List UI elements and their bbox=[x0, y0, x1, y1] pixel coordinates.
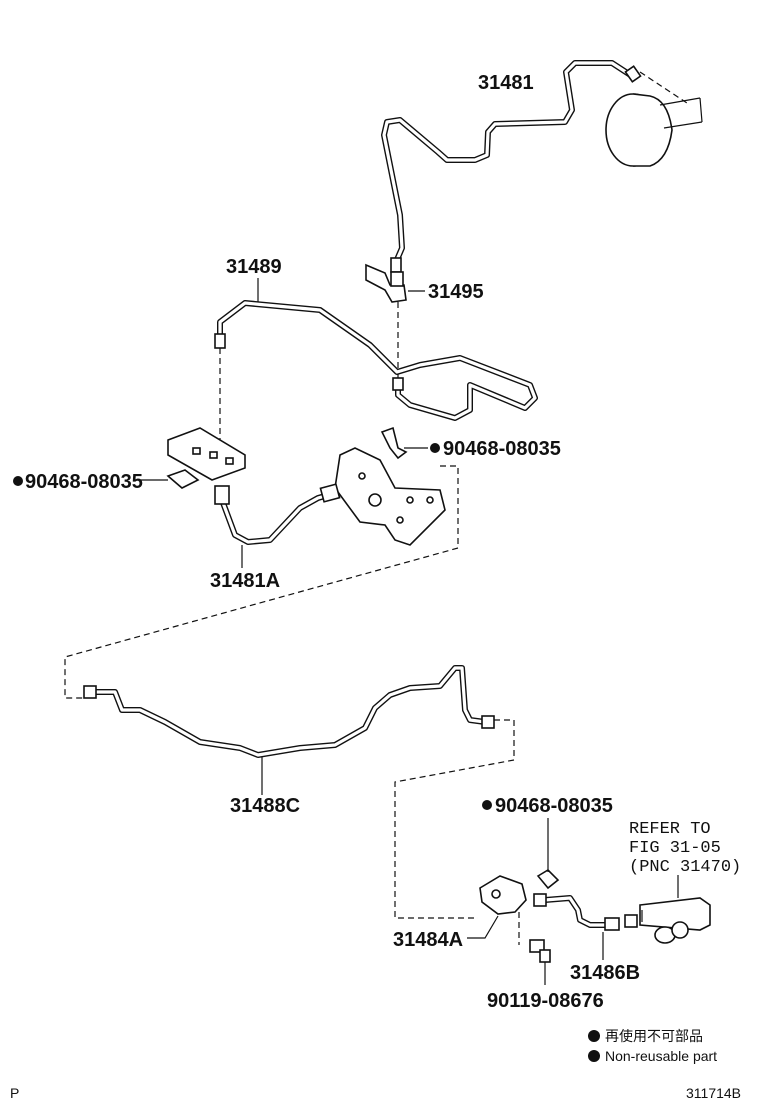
clip-left[interactable] bbox=[166, 469, 200, 489]
non-reusable-dot-lower bbox=[482, 800, 492, 810]
label-31486B: 31486B bbox=[570, 962, 640, 984]
label-clip-right: 90468-08035 bbox=[443, 438, 561, 460]
label-clip-lower: 90468-08035 bbox=[495, 795, 613, 817]
legend-dot-en bbox=[588, 1050, 600, 1062]
legend-english: Non-reusable part bbox=[605, 1048, 717, 1064]
hose-31486B[interactable] bbox=[533, 893, 620, 931]
non-reusable-dot-right bbox=[430, 443, 440, 453]
clip-right[interactable] bbox=[380, 426, 408, 460]
bracket-31484A[interactable] bbox=[479, 875, 527, 915]
pipe-31481A[interactable] bbox=[214, 483, 341, 545]
label-31489: 31489 bbox=[226, 256, 282, 278]
pipe-31488C[interactable] bbox=[83, 665, 495, 758]
label-31488C: 31488C bbox=[230, 795, 300, 817]
legend-dot-jp bbox=[588, 1030, 600, 1042]
label-clip-left: 90468-08035 bbox=[25, 471, 143, 493]
clip-lower[interactable] bbox=[536, 868, 560, 890]
release-cylinder bbox=[624, 897, 711, 944]
label-31481: 31481 bbox=[478, 72, 534, 94]
footer-left-code: P bbox=[10, 1085, 19, 1101]
bolt-90119[interactable] bbox=[529, 939, 551, 963]
figure-id: 311714B bbox=[686, 1085, 741, 1101]
non-reusable-dot-left bbox=[13, 476, 23, 486]
legend-japanese: 再使用不可部品 bbox=[605, 1028, 703, 1044]
label-31484A: 31484A bbox=[393, 929, 463, 951]
refer-line1: REFER TO bbox=[629, 820, 711, 839]
label-31495: 31495 bbox=[428, 281, 484, 303]
refer-line3: (PNC 31470) bbox=[629, 858, 741, 877]
refer-line2: FIG 31-05 bbox=[629, 839, 721, 858]
pipe-31489[interactable] bbox=[214, 300, 538, 421]
master-cylinder bbox=[605, 71, 703, 167]
bracket-31495[interactable] bbox=[365, 263, 407, 303]
label-bolt: 90119-08676 bbox=[487, 990, 604, 1012]
label-31481A: 31481A bbox=[210, 570, 280, 592]
body-bracket-left bbox=[167, 427, 246, 481]
pipe-bracket bbox=[334, 447, 446, 546]
pipe-31481[interactable] bbox=[381, 60, 642, 275]
